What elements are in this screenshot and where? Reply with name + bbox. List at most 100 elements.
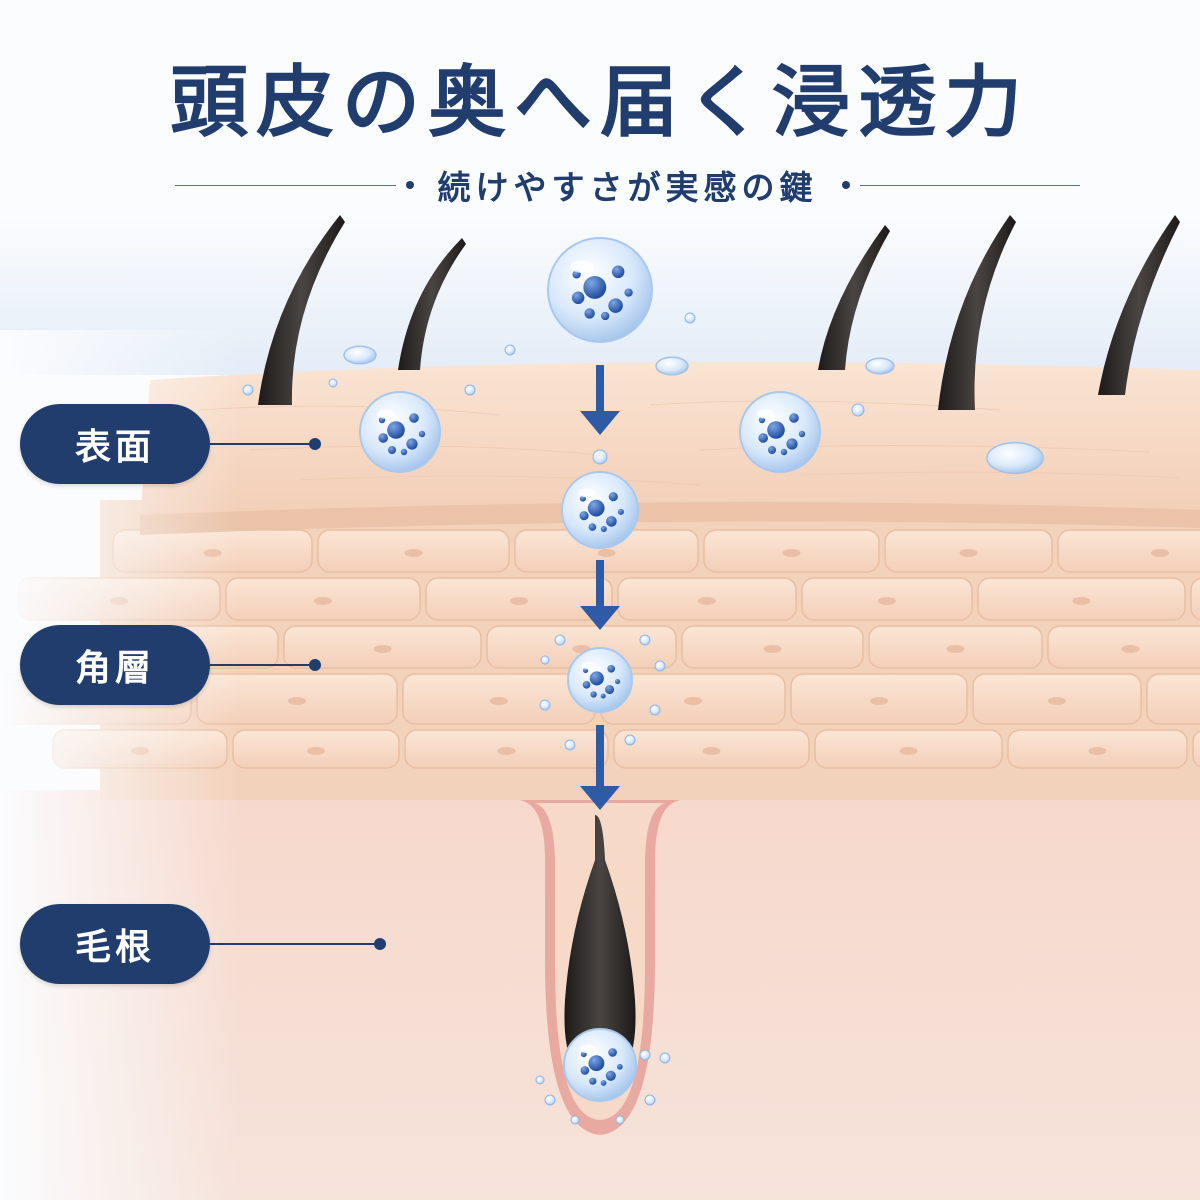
- droplet-particle: [378, 433, 389, 443]
- stratum-cell: [1146, 673, 1200, 725]
- droplet-particle: [789, 413, 799, 423]
- droplet-particle: [579, 511, 589, 521]
- leader-line-surface: [210, 443, 315, 445]
- droplet-particle: [767, 421, 785, 439]
- hair-strand: [938, 215, 1016, 410]
- down-arrow: [580, 725, 620, 810]
- surface-droplet: [343, 345, 377, 365]
- cell-nucleus: [878, 597, 896, 605]
- cell-nucleus: [763, 645, 782, 653]
- cell-nucleus: [946, 645, 965, 653]
- leader-line-root: [210, 943, 380, 945]
- cell-nucleus: [698, 597, 716, 605]
- droplet-particle: [605, 685, 615, 695]
- cell-nucleus: [1048, 697, 1066, 705]
- droplet-particle: [590, 691, 597, 698]
- small-bubble: [242, 384, 254, 396]
- droplet-particle: [583, 275, 607, 299]
- arrow-shaft: [596, 365, 604, 417]
- cell-nucleus: [510, 597, 528, 605]
- small-bubble: [544, 1094, 556, 1106]
- small-bubble: [639, 1049, 651, 1061]
- droplet-particle: [588, 1055, 605, 1072]
- small-bubble: [554, 634, 566, 646]
- subtitle-dot-left: [405, 181, 414, 189]
- cell-nucleus: [959, 549, 978, 557]
- hair-strand: [258, 215, 345, 405]
- droplet-highlight: [570, 260, 594, 273]
- droplet-particle: [798, 430, 806, 438]
- droplet-particle: [406, 438, 418, 450]
- cell-nucleus: [1151, 549, 1169, 557]
- arrow-shaft: [596, 560, 604, 612]
- cell-nucleus: [314, 597, 332, 605]
- label-root: 毛根: [20, 904, 210, 984]
- subtitle-row: 続けやすさが実感の鍵: [175, 160, 1080, 210]
- cell-nucleus: [1072, 597, 1091, 605]
- leader-line-stratum: [210, 664, 315, 666]
- droplet-highlight: [581, 661, 596, 670]
- arrow-head: [580, 606, 620, 630]
- label-stratum: 角層: [20, 625, 210, 705]
- arrow-shaft: [596, 725, 604, 792]
- leader-dot-surface: [309, 438, 321, 450]
- droplet-particle: [600, 1080, 607, 1086]
- active-ingredient-droplet: [563, 1028, 637, 1102]
- small-bubble: [570, 1115, 580, 1125]
- arrow-head: [580, 411, 620, 435]
- droplet-highlight: [377, 409, 395, 419]
- droplet-particle: [768, 446, 776, 454]
- subtitle-rule-left: [175, 184, 396, 186]
- droplet-particle: [624, 288, 633, 297]
- surface-edge: [140, 502, 1200, 535]
- droplet-particle: [387, 421, 405, 439]
- droplet-particle: [758, 433, 768, 443]
- small-bubble: [539, 699, 551, 711]
- active-ingredient-droplet: [739, 391, 821, 473]
- surface-hairs: [258, 215, 1180, 410]
- cell-nucleus: [373, 645, 392, 653]
- droplet-highlight: [579, 1044, 596, 1054]
- small-bubble: [328, 378, 338, 388]
- small-bubble: [540, 655, 550, 665]
- page-title: 頭皮の奥へ届く浸透力: [169, 57, 1030, 148]
- active-ingredient-droplet: [561, 471, 639, 549]
- cell-nucleus: [1121, 645, 1140, 653]
- hair-root: [564, 815, 636, 1085]
- subtitle-dot-right: [841, 181, 850, 189]
- droplet-particle: [780, 448, 788, 456]
- droplet-particle: [607, 664, 616, 673]
- cell-nucleus: [497, 747, 516, 755]
- label-surface: 表面: [20, 404, 210, 484]
- cell-nucleus: [490, 697, 508, 705]
- penetration-particles: [242, 237, 1044, 1125]
- cell-nucleus: [404, 549, 423, 557]
- droplet-highlight: [757, 409, 775, 419]
- cell-nucleus: [782, 549, 801, 557]
- droplet-particle: [580, 1066, 590, 1075]
- small-bubble: [504, 344, 516, 356]
- stratum-cell: [1190, 577, 1200, 621]
- small-bubble: [624, 734, 636, 746]
- cell-nucleus: [597, 549, 616, 557]
- leader-dot-stratum: [309, 659, 321, 671]
- small-bubble: [639, 634, 651, 646]
- stratum-cell: [1057, 529, 1200, 573]
- active-ingredient-droplet: [567, 647, 633, 713]
- small-bubble: [615, 1115, 625, 1125]
- small-bubble: [649, 704, 661, 716]
- active-ingredient-droplet: [547, 237, 653, 343]
- small-bubble: [564, 739, 576, 751]
- droplet-particle: [589, 1077, 597, 1085]
- small-bubble: [464, 384, 476, 396]
- small-bubble: [659, 1052, 671, 1064]
- hair-strand: [818, 225, 890, 370]
- cell-nucleus: [1088, 747, 1107, 755]
- droplet-particle: [388, 446, 396, 454]
- hair-follicle: [520, 800, 680, 1135]
- droplet-particle: [409, 413, 419, 423]
- cell-nucleus: [702, 747, 721, 755]
- cell-nucleus: [307, 747, 325, 755]
- droplet-particle: [616, 1063, 623, 1070]
- small-bubble: [535, 1075, 545, 1085]
